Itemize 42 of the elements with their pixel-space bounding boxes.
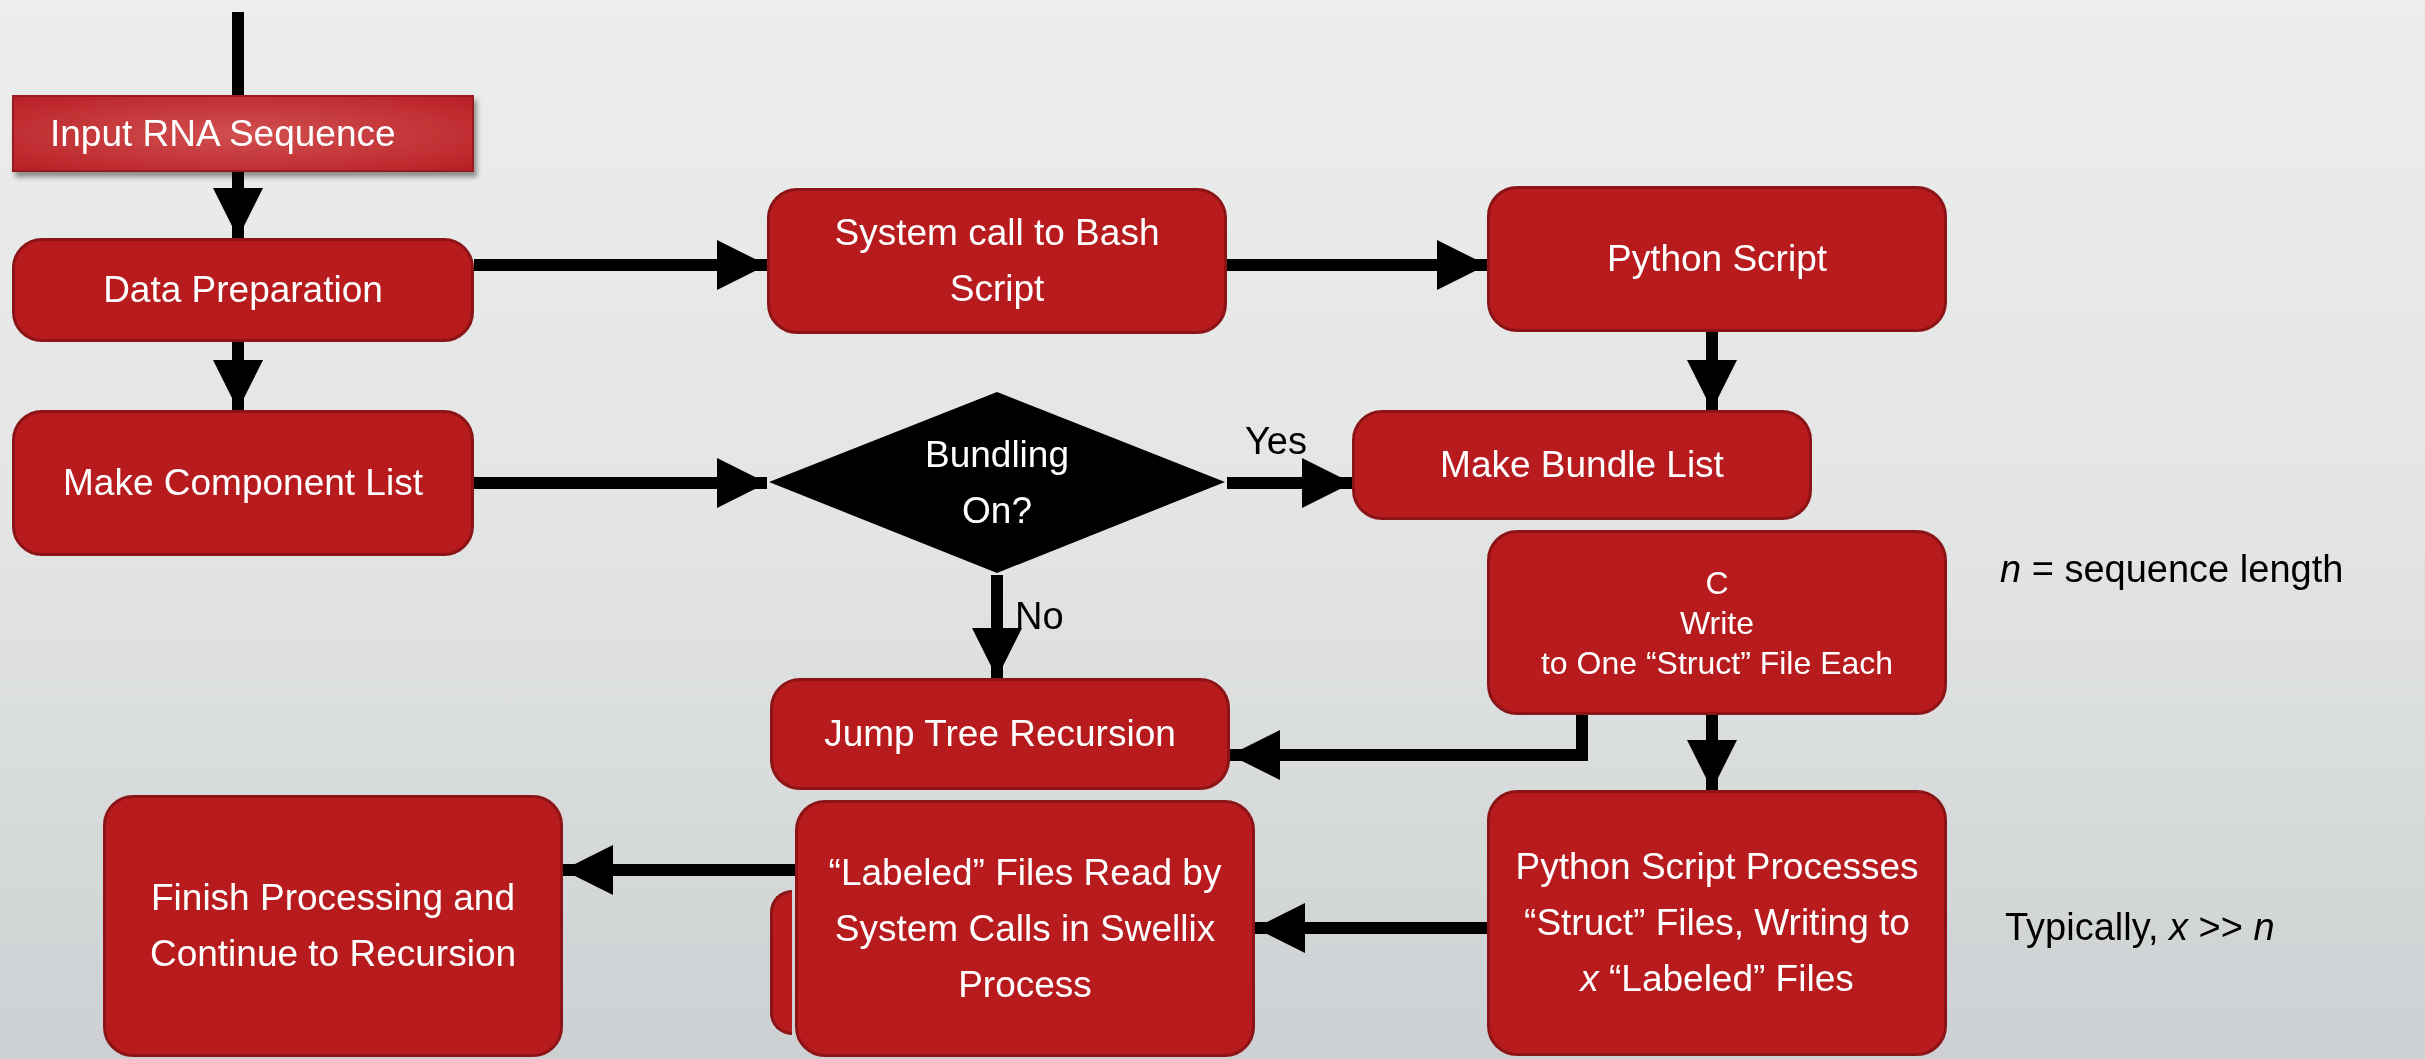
arrow <box>1230 715 1588 781</box>
node-text: Python Script <box>1606 237 1828 281</box>
node-text: to One “Struct” File Each <box>1540 643 1894 683</box>
node-text: C <box>1705 563 1729 603</box>
node-text: Write <box>1679 603 1755 643</box>
process-box <box>795 800 1255 1057</box>
arrow <box>474 239 767 291</box>
node-text: Finish Processing and Continue to Recursion <box>148 876 518 976</box>
decision-diamond <box>767 390 1227 575</box>
edge-label: No <box>1015 595 1064 638</box>
process-box <box>103 795 563 1057</box>
arrow <box>1227 457 1352 509</box>
node-text: Bundling On? <box>924 432 1070 533</box>
node-text: Jump Tree Recursion <box>824 712 1176 756</box>
node-text: Input RNA Sequence <box>50 111 396 156</box>
note-text: n = sequence length <box>2000 548 2344 591</box>
process-box <box>12 238 474 342</box>
arrow <box>1255 902 1487 954</box>
arrow <box>212 342 264 410</box>
node-text: Data Preparation <box>103 268 383 312</box>
process-box <box>1487 790 1947 1056</box>
edge-label: Yes <box>1245 420 1307 463</box>
process-box <box>1352 410 1812 520</box>
process-box <box>770 890 792 1035</box>
node-text: Make Component List <box>63 461 423 505</box>
banner-box <box>12 95 474 172</box>
arrow <box>1227 239 1487 291</box>
note-text: Typically, x >> n <box>2005 906 2275 949</box>
node-text: System call to Bash Script <box>833 211 1161 311</box>
arrow <box>971 575 1023 678</box>
arrow <box>563 844 795 896</box>
process-box <box>767 188 1227 334</box>
arrow <box>1686 715 1738 790</box>
arrow <box>474 457 767 509</box>
node-text: Python Script Processes “Struct” Files, Writing to x “Labeled” Files <box>1514 845 1920 1001</box>
arrow <box>1686 332 1738 410</box>
process-box <box>1487 186 1947 332</box>
node-text: Make Bundle List <box>1440 443 1724 487</box>
process-box <box>12 410 474 556</box>
process-box <box>1487 530 1947 715</box>
process-box <box>770 678 1230 790</box>
node-text: “Labeled” Files Read by System Calls in Swellix Process <box>827 850 1223 1007</box>
